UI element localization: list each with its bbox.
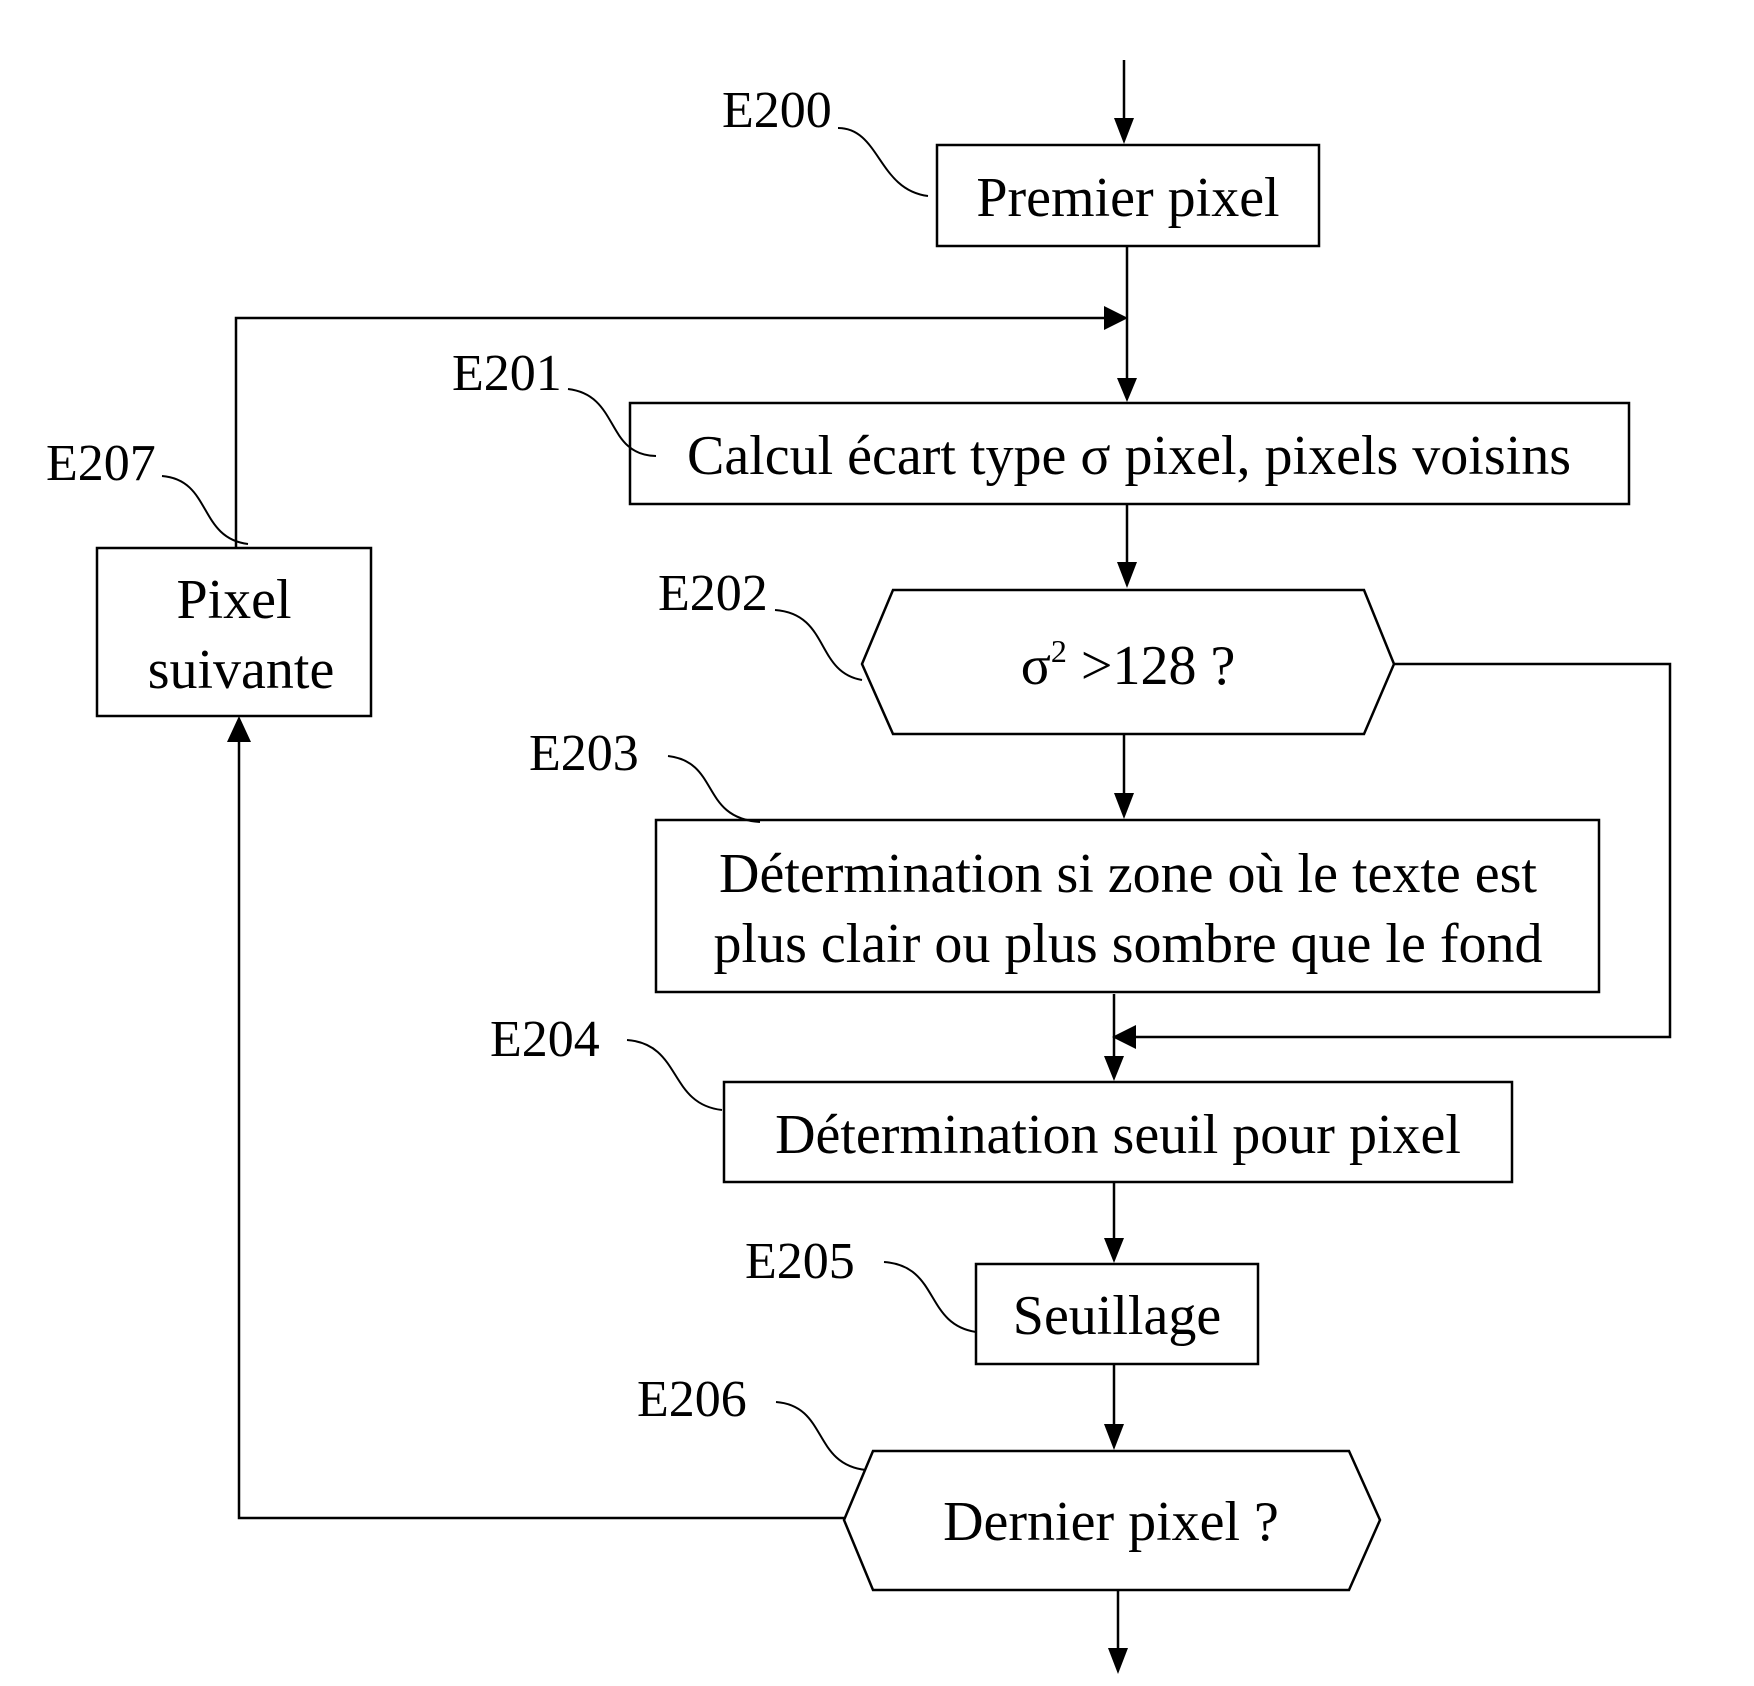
step-e201-label: Calcul écart type σ pixel, pixels voisin… [687,425,1571,487]
arrowhead-e202-e203 [1114,793,1134,819]
step-e204-label: Détermination seuil pour pixel [775,1104,1461,1166]
arrowhead-e205-e206 [1104,1424,1124,1450]
step-e207-line1: Pixel [176,569,291,631]
step-e206: Dernier pixel ? E206 [637,1371,1380,1590]
step-e201-ref: E201 [452,345,562,402]
arrowhead-e204-e205 [1104,1238,1124,1263]
step-e200-leader [838,128,928,196]
step-e203: Détermination si zone où le texte est pl… [529,725,1599,992]
loop-back-arrowhead [1104,306,1128,330]
arrowhead-e203-e204 [1104,1056,1124,1081]
step-e206-label: Dernier pixel ? [943,1491,1279,1553]
next-pixel-arrowhead [227,716,251,742]
step-e207-line2: suivante [148,639,335,701]
bypass-arrowhead [1112,1025,1136,1049]
step-e202-ref: E202 [658,565,768,622]
step-e200: Premier pixel E200 [722,82,1319,246]
arrowhead-e200-e201 [1117,378,1137,402]
step-e207-ref: E207 [46,435,156,492]
step-e203-ref: E203 [529,725,639,782]
step-e206-ref: E206 [637,1371,747,1428]
step-e204-leader [627,1040,722,1110]
step-e202-exponent: 2 [1051,633,1067,669]
step-e207: Pixel suivante E207 [46,435,371,716]
step-e202-sigma: σ [1021,635,1051,697]
step-e205: Seuillage E205 [745,1233,1258,1364]
step-e203-line2: plus clair ou plus sombre que le fond [714,913,1543,975]
step-e200-label: Premier pixel [976,167,1279,229]
step-e205-label: Seuillage [1013,1285,1221,1347]
step-e202-threshold: >128 ? [1067,635,1235,697]
step-e204-ref: E204 [490,1011,600,1068]
step-e203-line1: Détermination si zone où le texte est [719,843,1537,905]
step-e202: σ2 >128 ? E202 [658,565,1394,734]
entry-arrowhead [1114,118,1134,144]
step-e203-leader [668,756,760,822]
step-e205-leader [884,1262,976,1332]
step-e200-ref: E200 [722,82,832,139]
step-e202-leader [775,610,862,680]
arrowhead-e201-e202 [1117,562,1137,588]
step-e206-leader [776,1402,866,1470]
step-e205-ref: E205 [745,1233,855,1290]
step-e201: Calcul écart type σ pixel, pixels voisin… [452,345,1629,504]
exit-arrowhead [1108,1648,1128,1674]
